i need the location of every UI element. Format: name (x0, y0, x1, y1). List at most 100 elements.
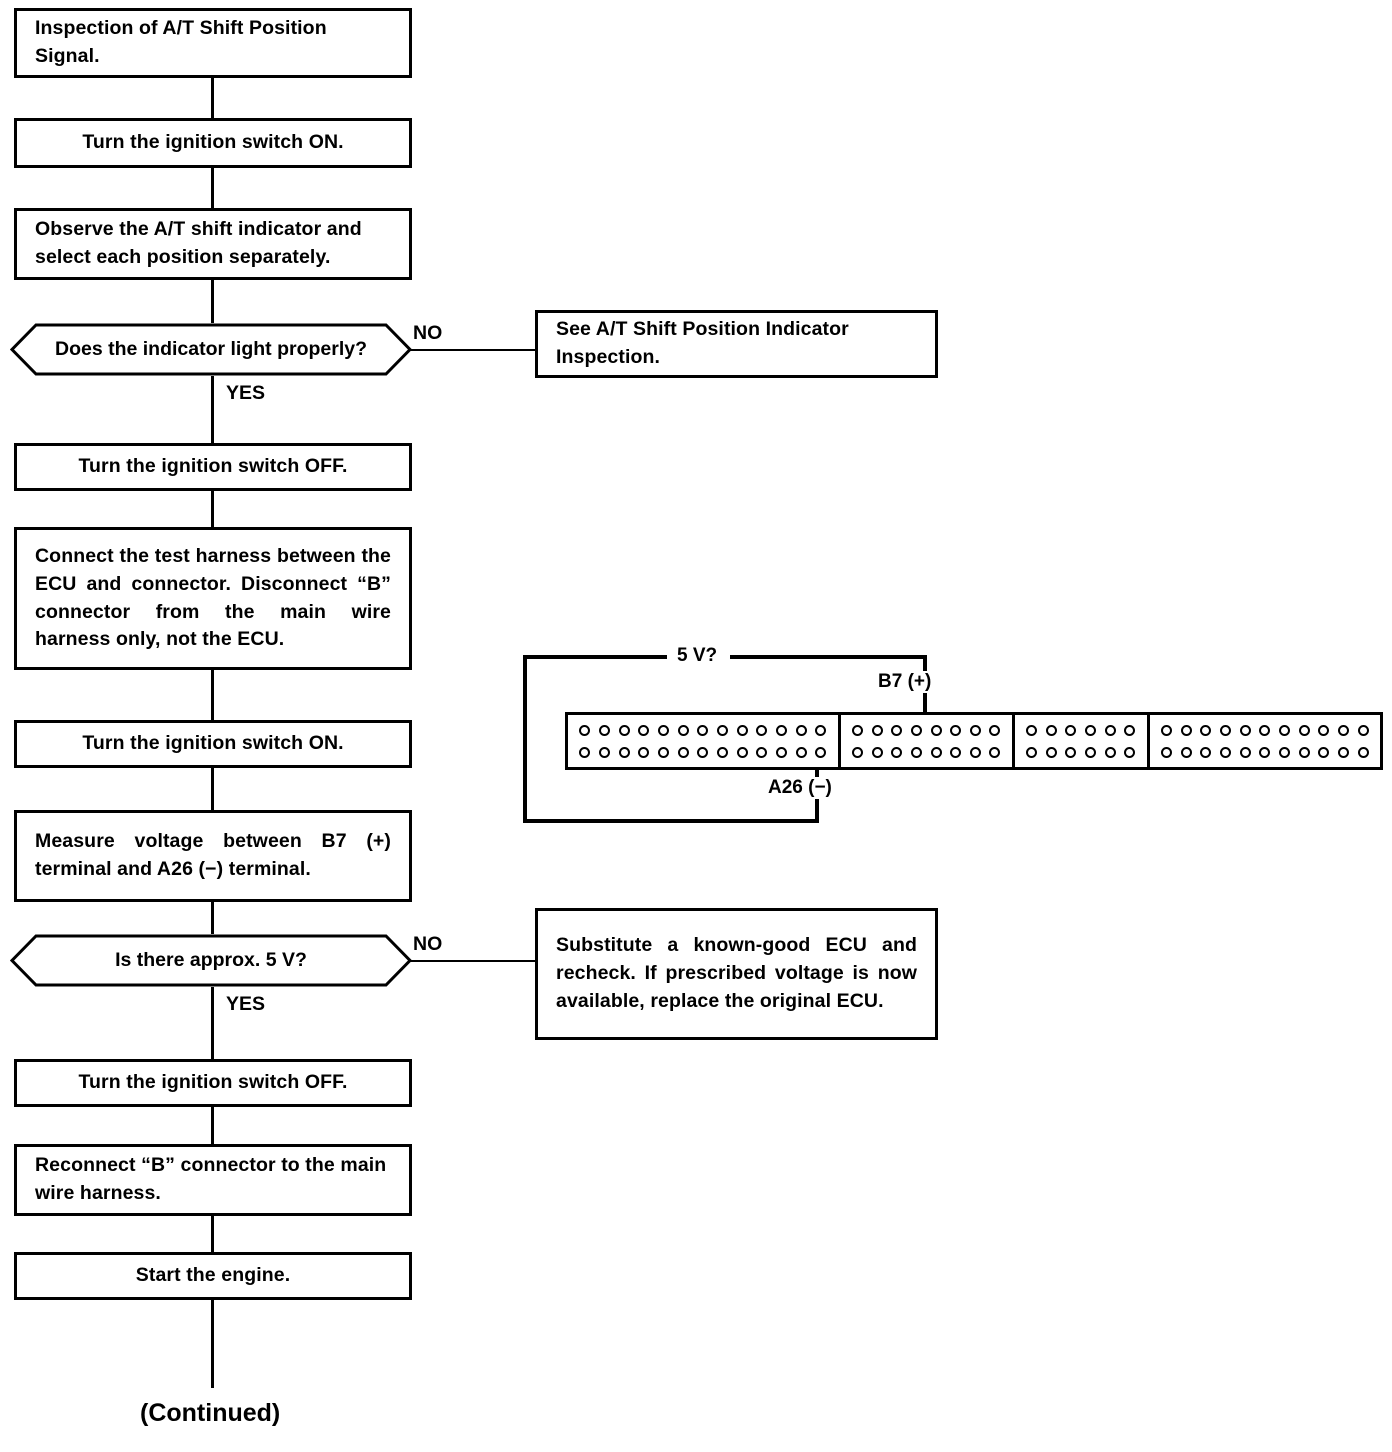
connector-pin (1200, 724, 1212, 736)
connector-pin (1239, 746, 1251, 758)
connector-pin (716, 724, 728, 736)
connector-pin (1259, 724, 1271, 736)
connector-pin (930, 724, 942, 736)
node-see-indicator-inspection-text: See A/T Shift Position Indicator Inspect… (556, 318, 849, 368)
connector-pin (775, 746, 787, 758)
negative-terminal-label: A26 (−) (761, 777, 839, 799)
edge-decision1-no (408, 349, 537, 351)
connector-pin (851, 746, 863, 758)
connector-group-group-a (568, 715, 841, 767)
connector-pin (871, 724, 883, 736)
node-decision-indicator-text: Does the indicator light properly? (54, 338, 368, 360)
branch-label-voltage-no: NO (413, 933, 443, 955)
connector-pin (1279, 746, 1291, 758)
connector-pin (795, 724, 807, 736)
pin-row (848, 741, 1005, 763)
node-ignition-off-1: Turn the ignition switch OFF. (14, 443, 412, 491)
measurement-bracket-b7-drop (923, 655, 927, 733)
connector-pin (1104, 724, 1116, 736)
connector-pin (1357, 746, 1369, 758)
node-ignition-on-2: Turn the ignition switch ON. (14, 720, 412, 768)
connector-pin (989, 724, 1001, 736)
connector-pin (795, 746, 807, 758)
connector-pin (1124, 746, 1136, 758)
positive-terminal-label: B7 (+) (871, 671, 939, 693)
pin-row (1157, 741, 1373, 763)
connector-pin (1279, 724, 1291, 736)
edge-measure-to-decision2 (211, 902, 214, 934)
measurement-bracket-bottom (523, 819, 819, 823)
node-substitute-ecu-text: Substitute a known-good ECU and recheck.… (556, 934, 917, 1012)
connector-pin (598, 724, 610, 736)
branch-label-indicator-yes: YES (226, 382, 266, 404)
connector-pin (1026, 746, 1038, 758)
decision-indicator-shape (10, 323, 412, 376)
connector-group-group-c (1015, 715, 1150, 767)
connector-pin (1104, 746, 1116, 758)
connector-pin (1239, 724, 1251, 736)
connector-pin (1161, 746, 1173, 758)
continued-label: (Continued) (140, 1399, 281, 1427)
connector-pin (1220, 724, 1232, 736)
connector-pin (638, 724, 650, 736)
edge-ignoff1-to-connect (211, 491, 214, 527)
connector-pin (1085, 724, 1097, 736)
connector-pin (1045, 724, 1057, 736)
edge-ignon1-to-observe (211, 168, 214, 208)
edge-ignon2-to-measure (211, 768, 214, 810)
node-measure-voltage: Measure voltage between B7 (+) terminal … (14, 810, 412, 902)
connector-pin (950, 724, 962, 736)
connector-pin (930, 746, 942, 758)
connector-housing (565, 712, 1383, 770)
edge-observe-to-decision1 (211, 280, 214, 323)
node-substitute-ecu: Substitute a known-good ECU and recheck.… (535, 908, 938, 1040)
connector-pin (1259, 746, 1271, 758)
node-decision-indicator: Does the indicator light properly? (10, 323, 412, 376)
connector-pin (657, 746, 669, 758)
connector-pin (1357, 724, 1369, 736)
decision-voltage-shape (10, 934, 412, 987)
connector-pin (1065, 746, 1077, 758)
connector-pin (618, 746, 630, 758)
edge-start-engine-to-continued (211, 1300, 214, 1388)
edge-decision2-yes (211, 987, 214, 1059)
connector-pin (1298, 724, 1310, 736)
connector-pin (677, 746, 689, 758)
pin-row (1022, 719, 1140, 741)
connector-pin (677, 724, 689, 736)
branch-label-indicator-no: NO (413, 322, 443, 344)
connector-pin (618, 724, 630, 736)
edge-decision2-no (408, 960, 537, 962)
node-ignition-off-2: Turn the ignition switch OFF. (14, 1059, 412, 1107)
connector-pin (1298, 746, 1310, 758)
node-start-engine: Start the engine. (14, 1252, 412, 1300)
ecu-connector-diagram: 5 V? B7 (+) A26 (−) (518, 645, 1388, 840)
node-reconnect-b-connector: Reconnect “B” connector to the main wire… (14, 1144, 412, 1216)
edge-decision1-yes (211, 376, 214, 443)
node-measure-voltage-text: Measure voltage between B7 (+) terminal … (35, 830, 391, 880)
pin-row (575, 741, 831, 763)
connector-pin (1338, 746, 1349, 758)
edge-ignoff2-to-reconnect (211, 1107, 214, 1144)
connector-pin-a26-negative (815, 746, 827, 758)
connector-pin (1338, 724, 1349, 736)
node-connect-harness: Connect the test harness between the ECU… (14, 527, 412, 670)
node-see-indicator-inspection: See A/T Shift Position Indicator Inspect… (535, 310, 938, 378)
connector-pin (579, 724, 591, 736)
connector-pin (1161, 724, 1173, 736)
node-observe-indicator-text: Observe the A/T shift indicator and sele… (35, 218, 362, 268)
connector-pin (736, 746, 748, 758)
edge-connect-to-ignon2 (211, 670, 214, 720)
connector-pin (1318, 746, 1330, 758)
connector-pin-b7-positive (910, 724, 922, 736)
connector-pin (775, 724, 787, 736)
connector-pin (756, 746, 768, 758)
connector-pin (969, 746, 981, 758)
connector-pin (657, 724, 669, 736)
connector-pin (1180, 746, 1192, 758)
connector-pin (851, 724, 863, 736)
pin-row (1157, 719, 1373, 741)
connector-group-group-d (1150, 715, 1380, 767)
node-decision-voltage: Is there approx. 5 V? (10, 934, 412, 987)
